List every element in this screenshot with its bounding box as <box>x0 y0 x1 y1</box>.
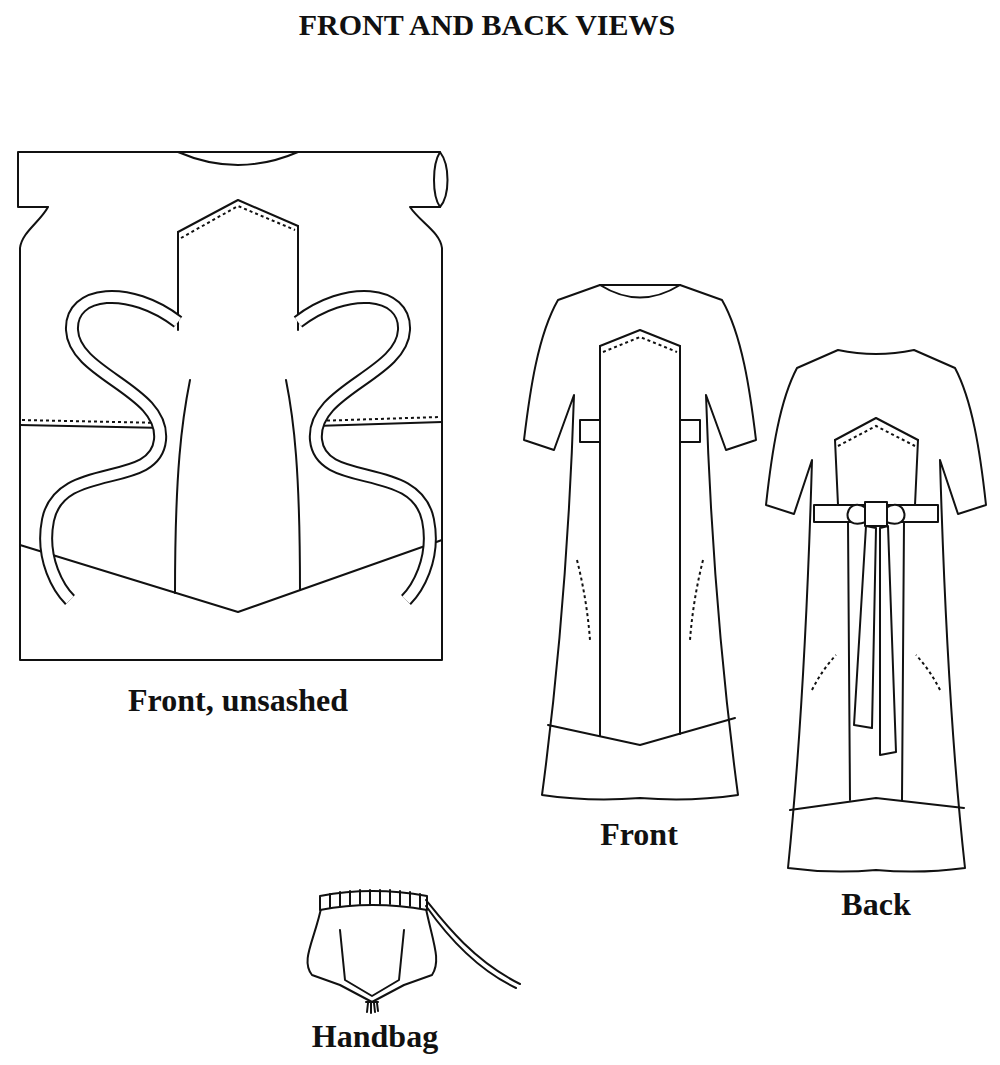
sash-ribbon <box>298 297 430 600</box>
pocket-stitching <box>315 417 440 421</box>
panel-side <box>679 346 681 734</box>
panel-lower-side <box>286 380 300 590</box>
panel-lower-side <box>175 380 190 593</box>
pocket-edge <box>315 422 442 426</box>
front-dress <box>524 285 756 799</box>
sash-tail <box>854 526 876 728</box>
hem-band-seam <box>790 798 964 810</box>
sash-ribbon <box>46 297 178 600</box>
view-caption: Front, unsashed <box>125 682 351 719</box>
panel-side <box>599 346 601 736</box>
pocket-stitching <box>690 560 703 640</box>
view-caption-text: Front, unsashed <box>125 682 351 718</box>
hem-band-seam <box>548 718 735 745</box>
sash-tail <box>880 526 896 755</box>
pocket-stitching <box>812 655 836 690</box>
panel-top <box>835 418 918 440</box>
view-caption: Handbag <box>309 1018 441 1055</box>
bag-body <box>307 904 436 1002</box>
page-title: FRONT AND BACK VIEWS <box>296 8 678 42</box>
pocket-edge <box>20 425 165 428</box>
view-caption: Back <box>838 886 913 923</box>
view-caption: Front <box>597 816 681 853</box>
neckline <box>178 152 298 165</box>
panel-top <box>600 330 680 346</box>
panel-top <box>178 200 298 240</box>
drawstring-cord <box>426 906 516 988</box>
hem-band-seam <box>20 540 442 612</box>
pocket-stitching <box>22 420 165 423</box>
bow-knot <box>865 502 887 526</box>
panel-stitching <box>838 426 915 446</box>
pocket-stitching <box>916 655 940 690</box>
panel-side <box>915 440 918 505</box>
dress-outline <box>766 350 986 872</box>
garment-outline <box>18 152 448 660</box>
flat-garment <box>18 152 448 660</box>
dress-outline <box>524 285 756 799</box>
sleeve-cuff <box>434 152 440 207</box>
bow-loop <box>848 505 866 524</box>
page-title-text: FRONT AND BACK VIEWS <box>296 8 678 41</box>
drawstring-cord <box>426 900 520 984</box>
sash-end <box>580 420 600 442</box>
view-caption-text: Front <box>597 816 681 852</box>
tassel <box>366 1002 378 1013</box>
pocket-stitching <box>577 560 590 640</box>
back-dress <box>766 350 986 872</box>
view-caption-text: Handbag <box>309 1018 441 1054</box>
view-caption-text: Back <box>838 886 913 922</box>
panel-stitching <box>603 337 677 352</box>
sash-ribbon <box>298 297 430 600</box>
gathered-top <box>320 891 427 910</box>
panel-lower-side <box>902 522 904 800</box>
neckline <box>600 285 680 298</box>
handbag <box>307 890 520 1013</box>
sash-end <box>680 420 700 442</box>
panel-lower-side <box>848 522 850 800</box>
bag-panel <box>340 930 404 996</box>
sash-ribbon <box>46 297 178 600</box>
gathers <box>330 890 420 908</box>
panel-side <box>835 440 838 505</box>
bow-loop <box>886 505 904 524</box>
panel-stitching <box>181 206 295 238</box>
